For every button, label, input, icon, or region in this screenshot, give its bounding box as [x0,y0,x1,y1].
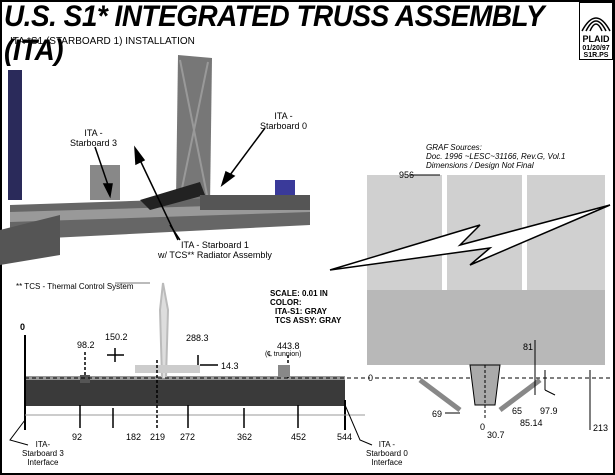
dim-label: 92 [72,432,83,442]
dim-label: 150.2 [105,332,128,342]
logo-arcs-icon [581,17,611,32]
callout-starboard0: ITA -Starboard 0 [260,111,308,131]
dim-label: 182 [126,432,142,442]
dim-label: 956 [399,170,415,180]
callout-arrows [94,127,266,241]
dim-label: 69 [432,409,443,419]
dim-label: 443.8 [277,341,300,351]
dim-label: 0 [20,322,26,332]
dim-label: 0 [368,373,374,383]
dim-label: 219 [150,432,166,442]
dim-label: 65 [512,406,523,416]
dim-label: 362 [237,432,253,442]
dim-label: 0 [480,422,486,432]
dim-label: 544 [337,432,353,442]
dim-label: 30.7 [487,430,505,440]
truss-side-view [9,282,373,446]
dim-label: 14.3 [221,361,239,371]
dim-label: 452 [291,432,307,442]
logo-file: S1R.PS [583,52,609,59]
dim-label: 97.9 [540,406,558,416]
dim-label: 213 [593,423,609,433]
logo-date: 01/20/97 [582,45,610,52]
graf-sources: GRAF Sources:Doc. 1996 ~LESC~31166, Rev.… [426,143,566,170]
station-illustration [0,55,310,265]
logo-name: PLAID [582,34,610,44]
footnote-tcs: ** TCS - Thermal Control System [16,282,134,291]
callout-starboard3: ITA -Starboard 3 [70,128,118,148]
plaid-logo: PLAID 01/20/97 S1R.PS [579,2,613,60]
trunnion-label: (℄ trunnion) [265,351,302,358]
dim-label: 81 [523,342,534,352]
dim-label: 98.2 [77,340,95,350]
radiator-panels [329,174,611,365]
dim-label: 272 [180,432,196,442]
page-title: U.S. S1* INTEGRATED TRUSS ASSEMBLY (ITA) [4,0,544,67]
subtitle: ITA *S1 (STARBOARD 1) INSTALLATION [10,36,195,47]
dim-label: 85.14 [520,418,543,428]
dim-label: 288.3 [186,333,209,343]
end-view [375,340,612,430]
